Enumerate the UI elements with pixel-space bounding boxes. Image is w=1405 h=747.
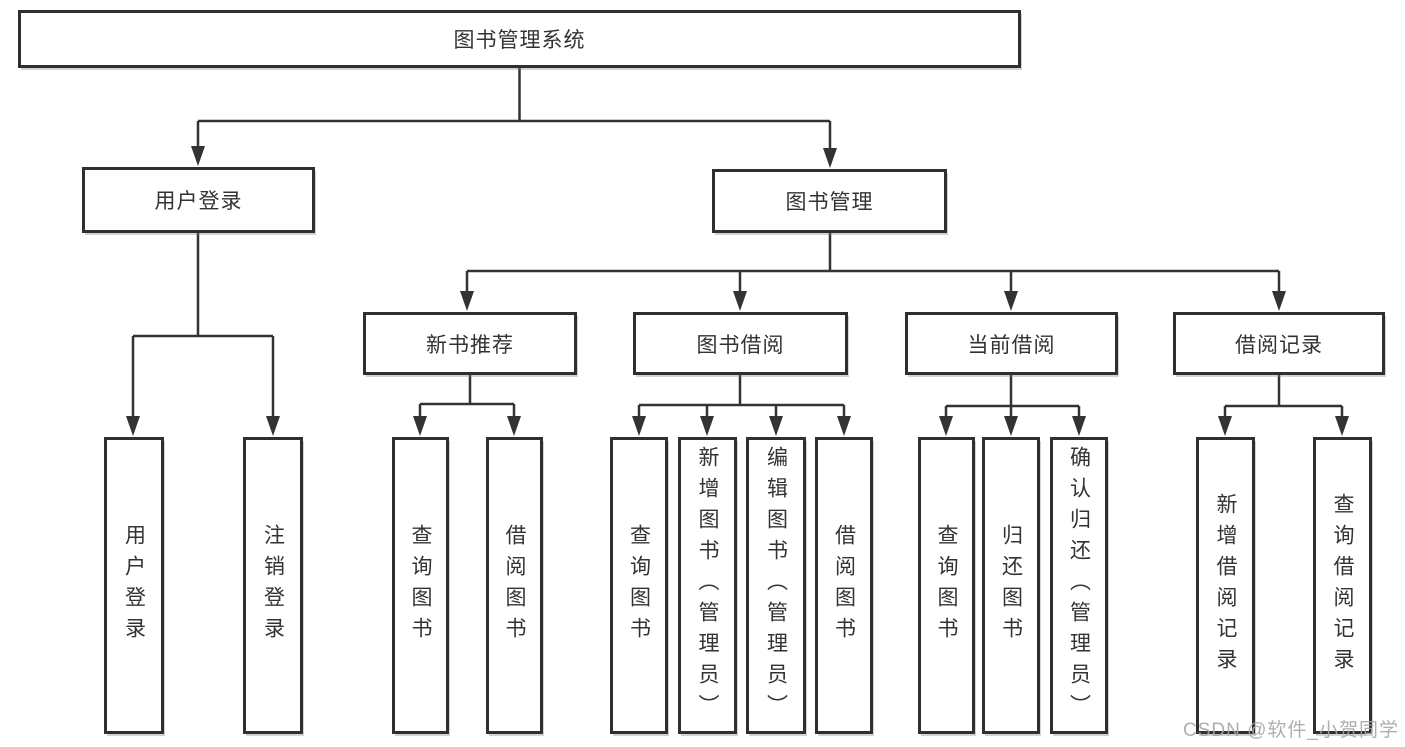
node-label: 用户登录 bbox=[154, 190, 243, 213]
leaf-query-borrow-record: 查询借阅记录 bbox=[1313, 437, 1372, 734]
node-label: 新书推荐 bbox=[426, 333, 514, 357]
node-label: 编辑图书（管理员） bbox=[764, 446, 788, 725]
leaf-edit-book-admin: 编辑图书（管理员） bbox=[746, 437, 806, 734]
node-new-book-recommend: 新书推荐 bbox=[363, 312, 577, 375]
leaf-logout: 注销登录 bbox=[243, 437, 303, 734]
edge-user-login-to-leaves bbox=[126, 233, 280, 436]
edge-new-book-recommend-to-leaves bbox=[413, 375, 521, 436]
leaf-borrow-books: 借阅图书 bbox=[815, 437, 873, 734]
leaf-confirm-return-admin: 确认归还（管理员） bbox=[1050, 437, 1108, 734]
node-label: 查询图书 bbox=[409, 523, 432, 648]
edge-root-to-level2 bbox=[191, 67, 837, 168]
node-label: 新增借阅记录 bbox=[1214, 492, 1237, 679]
node-label: 归还图书 bbox=[999, 523, 1023, 648]
leaf-user-login: 用户登录 bbox=[104, 437, 164, 734]
node-book-management: 图书管理 bbox=[712, 169, 947, 233]
leaf-add-book-admin: 新增图书（管理员） bbox=[678, 437, 737, 734]
edge-book-borrow-to-leaves bbox=[632, 375, 851, 436]
node-label: 借阅记录 bbox=[1235, 333, 1323, 357]
node-current-borrow: 当前借阅 bbox=[905, 312, 1118, 375]
node-borrow-records: 借阅记录 bbox=[1173, 312, 1385, 375]
node-label: 图书借阅 bbox=[696, 333, 785, 357]
node-label: 查询图书 bbox=[935, 523, 958, 648]
node-label: 当前借阅 bbox=[967, 333, 1056, 357]
node-label: 查询借阅记录 bbox=[1331, 492, 1354, 679]
leaf-borrow-books-recommend: 借阅图书 bbox=[486, 437, 543, 734]
node-label: 用户登录 bbox=[122, 523, 146, 648]
node-label: 注销登录 bbox=[261, 523, 285, 648]
leaf-query-books-borrow: 查询图书 bbox=[610, 437, 668, 734]
csdn-watermark: CSDN @软件_小贺同学 bbox=[1183, 720, 1399, 741]
edge-borrow-records-to-leaves bbox=[1218, 375, 1349, 436]
edge-current-borrow-to-leaves bbox=[939, 375, 1086, 436]
edge-book-management-to-level3 bbox=[460, 233, 1286, 311]
leaf-return-books: 归还图书 bbox=[982, 437, 1040, 734]
node-label: 查询图书 bbox=[627, 523, 651, 648]
node-label: 借阅图书 bbox=[832, 523, 856, 648]
leaf-add-borrow-record: 新增借阅记录 bbox=[1196, 437, 1255, 734]
leaf-query-books-current: 查询图书 bbox=[918, 437, 975, 734]
node-book-borrow: 图书借阅 bbox=[633, 312, 848, 375]
node-label: 确认归还（管理员） bbox=[1067, 446, 1091, 725]
node-label: 图书管理系统 bbox=[453, 29, 586, 52]
node-library-management-system: 图书管理系统 bbox=[18, 10, 1021, 68]
node-label: 借阅图书 bbox=[503, 523, 526, 648]
node-user-login-branch: 用户登录 bbox=[82, 167, 315, 233]
leaf-query-books-recommend: 查询图书 bbox=[392, 437, 449, 734]
node-label: 新增图书（管理员） bbox=[696, 446, 719, 725]
node-label: 图书管理 bbox=[785, 191, 874, 214]
